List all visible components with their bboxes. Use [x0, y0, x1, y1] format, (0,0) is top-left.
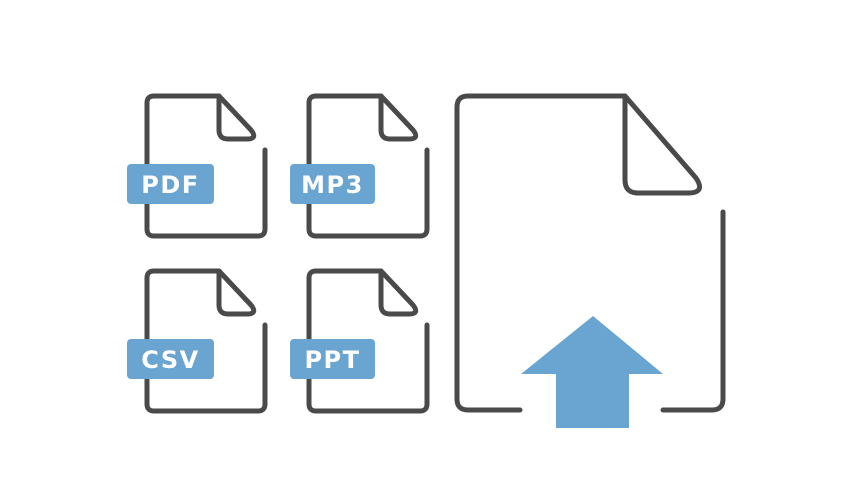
ppt-file-icon: PPT	[290, 268, 430, 414]
csv-file-fold	[216, 268, 257, 317]
csv-badge	[127, 339, 214, 379]
upload-file-outline-right	[660, 209, 726, 413]
upload-arrow-icon	[521, 316, 663, 428]
mp3-file-outline	[306, 93, 430, 239]
ppt-file-outline	[306, 268, 430, 414]
mp3-file-icon: MP3	[290, 93, 430, 239]
pdf-file-fold	[216, 93, 257, 142]
ppt-badge	[290, 339, 375, 379]
pdf-badge-label: PDF	[141, 171, 199, 199]
ppt-file-fold	[378, 268, 419, 317]
upload-file-outline	[454, 93, 628, 413]
mp3-file-fold	[378, 93, 419, 142]
pdf-file-icon: PDF	[127, 93, 268, 239]
csv-file-icon: CSV	[127, 268, 268, 414]
pdf-badge	[127, 164, 214, 204]
mp3-badge	[290, 164, 375, 204]
upload-file-fold	[622, 93, 703, 196]
csv-badge-label: CSV	[141, 346, 199, 374]
mp3-badge-label: MP3	[301, 171, 364, 199]
pdf-file-outline	[144, 93, 268, 239]
ppt-badge-label: PPT	[304, 346, 360, 374]
upload-file-icon	[454, 93, 726, 428]
csv-file-outline	[144, 268, 268, 414]
